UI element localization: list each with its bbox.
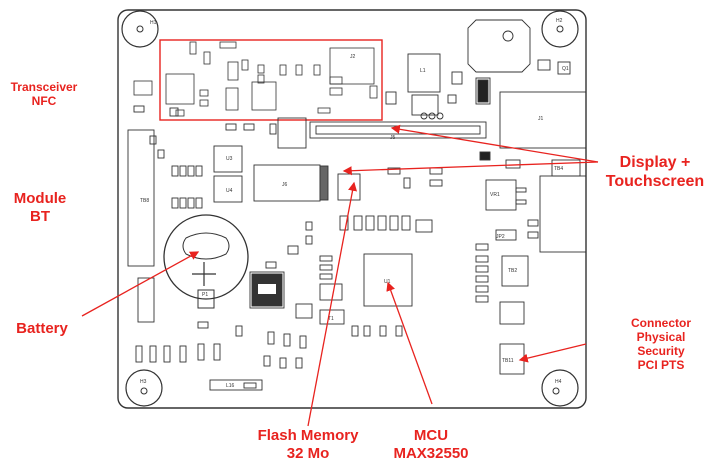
- part-label: TB2: [508, 268, 517, 274]
- hole-label: H1: [150, 20, 157, 26]
- part-label: J5: [390, 135, 396, 141]
- callout-line: MAX32550: [393, 444, 469, 462]
- part-label: TB8: [140, 198, 149, 204]
- part-label: TB11: [502, 358, 514, 364]
- callout-line: Touchscreen: [605, 172, 705, 190]
- part-label: JP2: [496, 234, 505, 240]
- right-components: [429, 151, 587, 375]
- callout-line: Module: [13, 190, 67, 207]
- part-label: TB4: [554, 166, 563, 172]
- part-label: P1: [202, 292, 208, 298]
- callout-line: MCU: [413, 427, 449, 444]
- callout-module-bt: Module BT: [4, 190, 76, 225]
- arrow-display-to-j6: [342, 161, 599, 176]
- arrow-display-to-j5: [390, 124, 599, 163]
- callout-transceiver-nfc: Transceiver NFC: [4, 80, 84, 108]
- callout-line: NFC: [31, 94, 57, 109]
- callout-line: Physical: [636, 330, 686, 345]
- arrow-mcu: [386, 281, 433, 405]
- part-label: J1: [538, 116, 544, 122]
- callout-line: Security: [637, 344, 685, 359]
- nfc-area-box: [159, 39, 383, 121]
- callout-line: Battery: [16, 320, 68, 337]
- mounting-hole-h2: H2: [541, 10, 579, 48]
- part-label: VR1: [490, 192, 500, 198]
- hole-label: H4: [555, 379, 562, 385]
- left-components: [127, 117, 361, 267]
- top-right-components: [385, 19, 587, 149]
- middle-components: [249, 167, 433, 349]
- hole-label: H2: [556, 18, 563, 24]
- callout-arrows: [81, 124, 599, 427]
- part-label: J6: [282, 182, 288, 188]
- callout-line: 32 Mo: [286, 444, 330, 462]
- part-label: J2: [350, 54, 356, 60]
- callout-display-touchscreen: Display + Touchscreen: [596, 154, 714, 192]
- mounting-hole-h4: H4: [541, 369, 579, 407]
- part-label: U3: [226, 156, 233, 162]
- nfc-components: [133, 41, 378, 117]
- arrow-flash-memory: [307, 181, 358, 427]
- part-label: L16: [226, 383, 235, 389]
- part-label: L1: [420, 68, 426, 74]
- silkscreen-labels: J2 L1 J1 J5 J6 U1 MX0 T1 U3 U4 Q1 P1 TB8…: [140, 54, 569, 389]
- callout-connector-security: Connector Physical Security PCI PTS: [612, 316, 710, 373]
- callout-mcu: MCU MAX32550: [376, 427, 486, 462]
- callout-line: Flash Memory: [257, 427, 359, 444]
- hole-label: H3: [140, 379, 147, 385]
- callout-line: BT: [30, 207, 50, 225]
- arrow-battery: [81, 251, 200, 317]
- arrow-connector: [518, 343, 587, 363]
- part-label: T1: [328, 316, 334, 322]
- callout-line: Transceiver: [10, 80, 78, 94]
- part-label: U1: [384, 279, 391, 285]
- part-label: U4: [226, 188, 233, 194]
- callout-line: PCI PTS: [637, 358, 685, 373]
- callout-line: Connector: [631, 316, 691, 330]
- callout-flash-memory: Flash Memory 32 Mo: [236, 427, 380, 462]
- mounting-hole-h3: H3: [125, 369, 163, 407]
- callout-line: Display +: [619, 154, 691, 171]
- mounting-hole-h1: H1: [121, 10, 159, 48]
- callout-battery: Battery: [2, 320, 82, 338]
- part-label: Q1: [562, 66, 569, 72]
- bottom-left-components: [133, 105, 303, 391]
- battery-holder: [163, 214, 249, 309]
- part-label: MX0: [260, 288, 273, 294]
